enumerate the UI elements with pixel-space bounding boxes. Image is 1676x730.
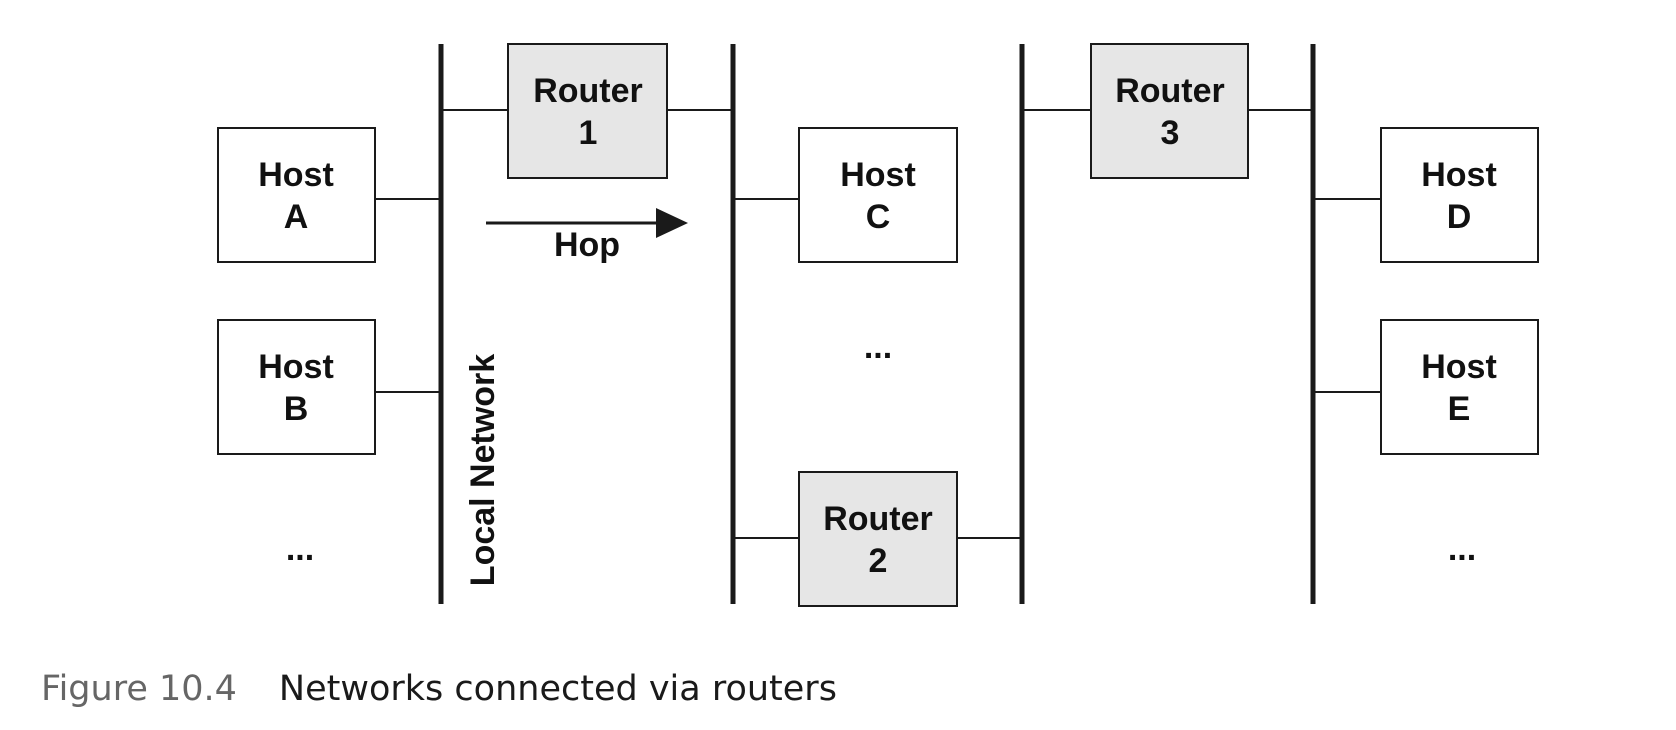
host-c-box xyxy=(798,127,958,263)
ellipsis-right: ... xyxy=(1448,530,1476,568)
host-d-label-2: D xyxy=(1447,198,1472,236)
router-2-label-1: Router xyxy=(823,500,933,538)
caption-number: Figure 10.4 xyxy=(41,669,237,709)
ellipsis-middle: ... xyxy=(864,328,892,366)
host-c-label-2: C xyxy=(866,198,891,236)
hop-label: Hop xyxy=(554,226,620,264)
router-3-label-1: Router xyxy=(1115,72,1225,110)
router-2-label-2: 2 xyxy=(869,542,888,580)
host-a-label-1: Host xyxy=(258,156,334,194)
router-3-label-2: 3 xyxy=(1161,114,1180,152)
router-3: Router 3 xyxy=(1090,43,1249,179)
host-b-label-2: B xyxy=(284,390,309,428)
ellipsis-left: ... xyxy=(286,530,314,568)
host-e-label-2: E xyxy=(1448,390,1471,428)
router-1-label-2: 1 xyxy=(579,114,598,152)
local-network-label: Local Network xyxy=(464,354,502,586)
host-a-label-2: A xyxy=(284,198,309,236)
host-d-box xyxy=(1380,127,1539,263)
host-b: Host B xyxy=(217,319,376,455)
caption-text: Networks connected via routers xyxy=(278,669,837,709)
host-e-box xyxy=(1380,319,1539,455)
router-2-box xyxy=(798,471,958,607)
host-b-box xyxy=(217,319,376,455)
router-3-box xyxy=(1090,43,1249,179)
host-b-label-1: Host xyxy=(258,348,334,386)
host-c: Host C xyxy=(798,127,958,263)
host-c-label-1: Host xyxy=(840,156,916,194)
host-a-box xyxy=(217,127,376,263)
router-1-label-1: Router xyxy=(533,72,643,110)
host-e-label-1: Host xyxy=(1421,348,1497,386)
router-1-box xyxy=(507,43,668,179)
host-a: Host A xyxy=(217,127,376,263)
host-d: Host D xyxy=(1380,127,1539,263)
figure-caption: Figure 10.4 Networks connected via router… xyxy=(41,664,837,714)
host-e: Host E xyxy=(1380,319,1539,455)
router-1: Router 1 xyxy=(507,43,668,179)
host-d-label-1: Host xyxy=(1421,156,1497,194)
router-2: Router 2 xyxy=(798,471,958,607)
hop-arrow xyxy=(486,208,688,238)
hop-arrow-head xyxy=(656,208,688,238)
